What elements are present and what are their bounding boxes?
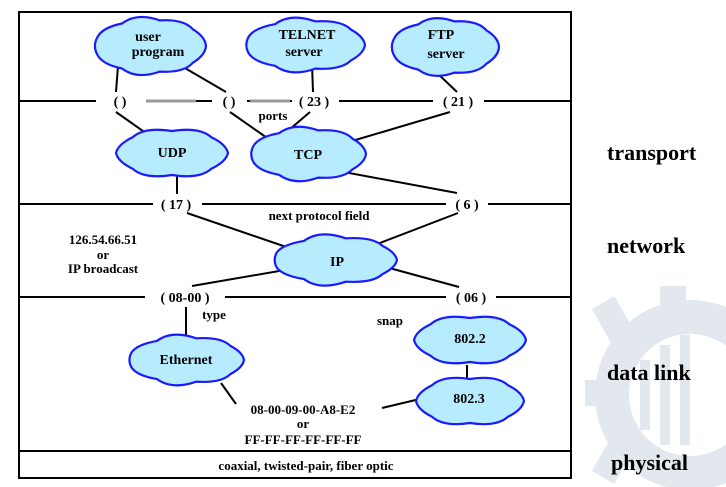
- type-08-00: ( 08-00 ): [161, 291, 210, 306]
- physical-media-label: coaxial, twisted-pair, fiber optic: [218, 458, 393, 473]
- diagram-frame: [18, 11, 572, 479]
- cloud-telnet-server: [245, 16, 367, 74]
- snap-label: snap: [377, 313, 403, 328]
- ftp-line1: FTP: [428, 28, 455, 43]
- cloud-user-program-text: user program: [132, 30, 185, 60]
- layer-physical-label: physical: [611, 450, 688, 475]
- cloud-ip: [273, 233, 399, 287]
- cloud-ethernet: [128, 333, 246, 387]
- ieee-8023-label: 802.3: [453, 392, 485, 407]
- mac-address-label: 08-00-09-00-A8-E2: [251, 402, 356, 417]
- cloud-user-program: [93, 15, 208, 77]
- cloud-802-3: [414, 376, 526, 426]
- next-protocol-field-label: next protocol field: [269, 208, 371, 223]
- protocol-17: ( 17 ): [161, 198, 192, 213]
- layer-network-label: network: [607, 233, 686, 258]
- ethernet-label: Ethernet: [160, 353, 213, 368]
- layer-transport-label: transport: [607, 140, 697, 165]
- port-21: ( 21 ): [443, 95, 474, 110]
- ip-address-label: 126.54.66.51: [69, 232, 137, 247]
- type-label: type: [202, 307, 226, 322]
- cloud-udp: [114, 128, 230, 178]
- gear-watermark-icon: [585, 286, 726, 487]
- user-program-line1: user: [135, 30, 161, 45]
- port-placeholder-a: ( ): [114, 95, 127, 110]
- cloud-ftp-server-text: FTP server: [427, 28, 464, 62]
- port-23: ( 23 ): [299, 95, 330, 110]
- ip-label: IP: [330, 255, 344, 270]
- protocol-6: ( 6 ): [455, 198, 479, 213]
- ieee-8022-label: 802.2: [454, 332, 486, 347]
- layer-data-link-label: data link: [607, 360, 692, 385]
- cloud-ftp-server: [390, 17, 501, 77]
- telnet-line2: server: [285, 45, 322, 60]
- ip-or-label: or: [97, 247, 110, 262]
- telnet-line1: TELNET: [279, 28, 336, 43]
- port-placeholder-b: ( ): [223, 95, 236, 110]
- tcp-label: TCP: [294, 148, 322, 163]
- ip-broadcast-label: IP broadcast: [68, 261, 139, 276]
- cloud-802-2: [412, 315, 528, 365]
- cloud-telnet-server-text: TELNET server: [279, 28, 336, 60]
- cloud-tcp: [250, 125, 368, 183]
- snap-06: ( 06 ): [456, 291, 487, 306]
- ports-label: ports: [259, 108, 288, 123]
- mac-broadcast-label: FF-FF-FF-FF-FF-FF: [245, 432, 362, 447]
- udp-label: UDP: [158, 146, 187, 161]
- ftp-line2: server: [427, 47, 464, 62]
- user-program-line2: program: [132, 45, 185, 60]
- mac-or-label: or: [297, 416, 310, 431]
